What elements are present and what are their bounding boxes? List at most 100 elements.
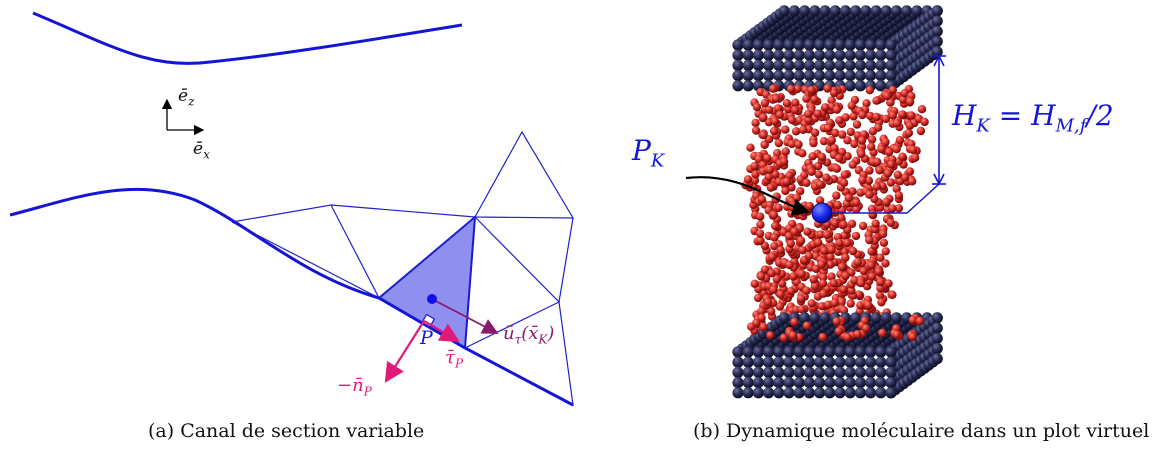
fluid-atom <box>773 149 782 158</box>
platen-atom <box>854 356 867 368</box>
platen-atom <box>931 322 943 334</box>
fluid-atom <box>837 262 847 272</box>
fluid-atom <box>888 290 897 299</box>
platen-atom <box>885 70 897 82</box>
platen-atom <box>732 387 744 399</box>
fluid-atom <box>878 229 888 239</box>
platen-atom <box>865 366 877 378</box>
platen-atom <box>829 5 841 17</box>
height-label: HK = HM,f/2 <box>952 99 1114 137</box>
platen-atom <box>803 387 816 399</box>
platen-atom <box>824 377 836 389</box>
platen-atom <box>783 356 795 368</box>
fluid-atom <box>798 149 807 158</box>
fluid-atom <box>779 157 789 166</box>
fluid-atom <box>871 219 880 228</box>
platen-atom <box>773 39 785 51</box>
fluid-atom <box>876 277 885 287</box>
platen-atom <box>742 377 754 389</box>
fluid-atom <box>843 136 852 145</box>
fluid-atom <box>856 278 866 288</box>
platen-atom <box>752 59 765 71</box>
caption-b: (b) Dynamique moléculaire dans un plot v… <box>693 420 1150 442</box>
fluid-atom <box>888 85 897 95</box>
fluid-atom <box>824 123 833 133</box>
fluid-atom <box>872 182 882 191</box>
fluid-atom <box>917 105 927 114</box>
point-p-label: P <box>420 327 433 349</box>
fluid-atom <box>822 230 832 239</box>
platen-atom <box>793 346 805 358</box>
platen-atom <box>844 70 856 82</box>
fluid-atom <box>763 298 773 307</box>
platen-atom <box>865 356 877 368</box>
platen-atom <box>880 312 892 324</box>
fluid-atom <box>827 272 836 281</box>
fluid-atom <box>760 98 770 108</box>
fluid-atom <box>842 238 852 248</box>
platen-atom <box>931 35 943 48</box>
fluid-atom <box>819 273 828 282</box>
platen-atom <box>819 312 831 324</box>
platen-atom <box>844 49 856 61</box>
pk-label: PK <box>632 134 665 172</box>
minus-n-p-arrow <box>384 320 425 383</box>
platen-atom <box>854 70 867 82</box>
u-tau-label: ūτ(x̄K) <box>503 323 555 347</box>
platen-atom <box>814 366 826 378</box>
fluid-atom <box>747 322 756 331</box>
platen-atom <box>865 59 877 71</box>
platen-atom <box>931 342 943 355</box>
fluid-atom <box>782 177 791 186</box>
fluid-atom <box>892 184 901 194</box>
platen-atom <box>752 366 765 378</box>
platen-atom <box>732 377 744 389</box>
platen-atom <box>752 356 765 368</box>
platen-atom <box>763 366 775 378</box>
platen-atom <box>732 80 744 92</box>
fluid-atom <box>808 152 817 161</box>
fluid-atom <box>835 116 844 125</box>
fluid-atom <box>867 272 877 281</box>
platen-atom <box>752 70 765 82</box>
fluid-atom <box>804 251 814 260</box>
fluid-atom <box>900 173 910 182</box>
platen-atom <box>834 387 846 399</box>
platen-atom <box>870 312 882 324</box>
platen-atom <box>783 377 795 389</box>
platen-atom <box>783 346 795 358</box>
fluid-atom <box>865 190 874 199</box>
platen-atom <box>742 346 754 358</box>
fluid-atom <box>875 166 884 175</box>
platen-atom <box>803 356 816 368</box>
fluid-atom <box>802 286 811 295</box>
fluid-atom <box>857 136 867 145</box>
fluid-atom <box>796 175 805 184</box>
fluid-atom <box>884 147 894 157</box>
platen-atom <box>814 59 826 71</box>
fluid-atom <box>864 176 874 185</box>
platen-atom <box>773 346 785 358</box>
platen-atom <box>819 5 831 17</box>
fluid-atom <box>873 123 883 132</box>
fluid-atom <box>844 193 853 203</box>
fluid-atom <box>920 117 929 127</box>
platen-atom <box>742 366 754 378</box>
fluid-atom <box>834 327 843 336</box>
platen-atom <box>901 5 913 17</box>
fluid-atom <box>788 331 798 340</box>
platen-atom <box>854 59 867 71</box>
platen-atom <box>763 59 775 71</box>
platen-atom <box>803 49 816 61</box>
platen-atom <box>763 346 775 358</box>
platen-atom <box>763 70 775 82</box>
platen-atom <box>865 49 877 61</box>
fluid-atom <box>858 110 867 120</box>
platen-atom <box>783 39 795 51</box>
platen-atom <box>778 5 790 17</box>
fluid-atom <box>846 127 855 137</box>
platen-atom <box>793 39 805 51</box>
platen-atom <box>844 366 856 378</box>
fluid-atom <box>824 300 833 309</box>
fluid-atom <box>790 227 799 236</box>
